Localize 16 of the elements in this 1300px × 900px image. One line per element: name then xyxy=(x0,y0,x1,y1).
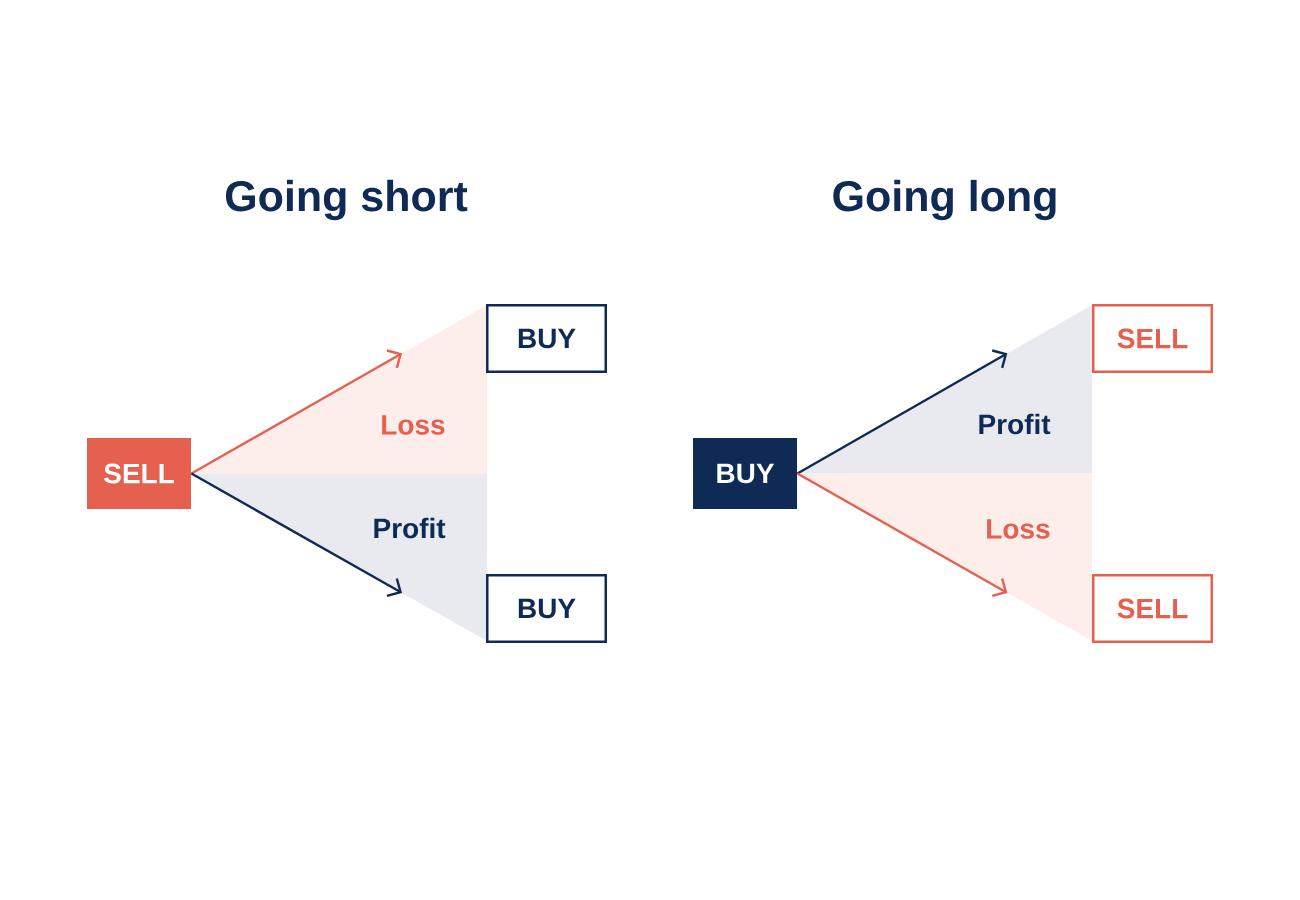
shaded-triangle: Profit xyxy=(191,473,487,641)
arrow xyxy=(796,472,1008,597)
arrow xyxy=(796,349,1008,475)
arrow xyxy=(190,472,403,598)
shaded-triangle: Loss xyxy=(191,305,487,474)
arrow xyxy=(190,349,403,475)
outlined-box: SELL xyxy=(1092,574,1213,643)
filled-box: BUY xyxy=(693,438,797,509)
heading: Going long xyxy=(833,179,1056,221)
shaded-triangle: Loss xyxy=(797,473,1092,641)
heading: Going short xyxy=(225,179,468,221)
outlined-box: SELL xyxy=(1092,304,1213,373)
outlined-box: BUY xyxy=(486,304,607,373)
filled-box: SELL xyxy=(87,438,191,509)
outlined-box: BUY xyxy=(486,574,607,643)
shaded-triangle: Profit xyxy=(797,305,1092,474)
